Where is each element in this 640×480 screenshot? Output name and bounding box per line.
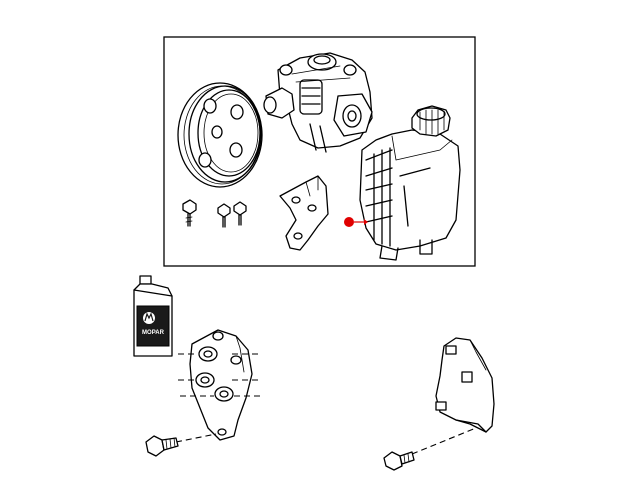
- bolt-icon[interactable]: [383, 451, 415, 471]
- fluid-bottle-icon[interactable]: MOPAR: [133, 275, 173, 357]
- pulley-icon[interactable]: [177, 82, 263, 188]
- bolt-icon[interactable]: [233, 201, 247, 226]
- bolt-icon[interactable]: [182, 199, 197, 227]
- bolt-icon[interactable]: [217, 203, 231, 228]
- reservoir-icon[interactable]: [359, 105, 461, 261]
- bottle-label: MOPAR: [142, 330, 165, 336]
- reservoir-bracket-icon[interactable]: [435, 337, 495, 433]
- leader-lines: [175, 353, 262, 443]
- bolt-icon[interactable]: [145, 435, 179, 457]
- pump-bracket-icon[interactable]: [189, 329, 253, 441]
- leader-lines: [411, 427, 477, 455]
- power-steering-pump-icon[interactable]: [263, 52, 373, 153]
- mounting-bracket-icon[interactable]: [279, 175, 329, 251]
- hotspot-marker[interactable]: [344, 217, 368, 227]
